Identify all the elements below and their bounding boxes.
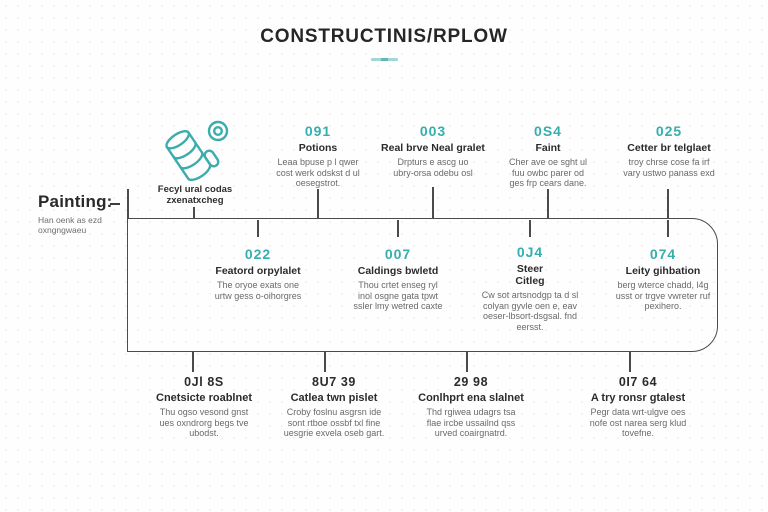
step-title: Real brve Neal gralet bbox=[381, 142, 485, 154]
timeline-step-mid-3: 0J4 Steer Citleg Cw sot artsnodgp ta d s… bbox=[465, 244, 595, 332]
page-title: CONSTRUCTINIS/RPLOW bbox=[260, 26, 508, 47]
step-title: Cetter br telglaet bbox=[627, 142, 711, 154]
step-title: Caldings bwletd bbox=[357, 265, 439, 277]
timeline-step-bottom-1: 0Jl 8S Cnetsicte roablnet Thu ogso veson… bbox=[139, 375, 269, 439]
step-description: Croby foslnu asgrsn ide sont rtboe ossbf… bbox=[283, 407, 385, 438]
band-left-extension bbox=[127, 189, 129, 219]
step-description: Thou crtet enseg ryl inol osgne gata tpw… bbox=[353, 280, 443, 311]
step-description: Cher ave oe sght ul fuu owbc parer od ge… bbox=[508, 157, 588, 188]
tick-mid-1 bbox=[257, 220, 259, 237]
tick-mid-3 bbox=[529, 220, 531, 237]
tick-mid-2 bbox=[397, 220, 399, 237]
step-number: 0I7 64 bbox=[618, 375, 658, 389]
step-title: Cnetsicte roablnet bbox=[156, 392, 252, 404]
step-description: berg wterce chadd, l4g usst or trgve vwr… bbox=[615, 280, 711, 311]
timeline-step-bottom-4: 0I7 64 A try ronsr gtalest Pegr data wrt… bbox=[572, 375, 704, 439]
step-number: 8U7 39 bbox=[312, 375, 356, 389]
step-number: 025 bbox=[655, 123, 683, 139]
step-description: Cw sot artsnodgp ta d sl colyan gyvle oe… bbox=[481, 290, 579, 332]
step-title: A try ronsr gtalest bbox=[590, 392, 686, 404]
timeline-step-mid-2: 007 Caldings bwletd Thou crtet enseg ryl… bbox=[333, 246, 463, 312]
timeline-step-top-1: 091 Potions Leaa bpuse p l qwer cost wer… bbox=[258, 123, 378, 189]
step-number: 022 bbox=[244, 246, 272, 262]
timeline-band bbox=[127, 218, 718, 352]
step-title: Faint bbox=[535, 142, 561, 154]
tick-bottom-4 bbox=[629, 351, 631, 372]
timeline-step-top-3: 0S4 Faint Cher ave oe sght ul fuu owbc p… bbox=[488, 123, 608, 189]
step-title: Leity gihbation bbox=[625, 265, 701, 277]
painting-label-connector bbox=[110, 203, 120, 205]
step-title: Featord orpylalet bbox=[215, 265, 301, 277]
step-title: Catlea twn pislet bbox=[290, 392, 378, 404]
title-underline bbox=[371, 58, 398, 61]
step-description: Leaa bpuse p l qwer cost werk odskst d u… bbox=[276, 157, 360, 188]
step-number: 091 bbox=[304, 123, 332, 139]
tick-bottom-2 bbox=[324, 351, 326, 372]
step-number: 29 98 bbox=[453, 375, 489, 389]
step-description: The oryoe exats one urtw gess o-oihorgre… bbox=[214, 280, 302, 301]
timeline-step-bottom-3: 29 98 Conlhprt ena slalnet Thd rgiwea ud… bbox=[405, 375, 537, 439]
spray-can-icon bbox=[158, 116, 236, 186]
tick-bottom-3 bbox=[466, 351, 468, 372]
tick-top-4 bbox=[667, 189, 669, 218]
step-number: 0Jl 8S bbox=[184, 375, 224, 389]
tick-top-1 bbox=[317, 189, 319, 218]
step-title: Potions bbox=[298, 142, 338, 154]
step-number: 074 bbox=[649, 246, 677, 262]
step-number: 007 bbox=[384, 246, 412, 262]
step-description: Drpturs e ascg uo ubry-orsa odebu osl bbox=[393, 157, 473, 178]
painting-label-subtitle: Han oenk as ezd oxngngwaeu bbox=[38, 215, 102, 235]
timeline-step-mid-1: 022 Featord orpylalet The oryoe exats on… bbox=[193, 246, 323, 301]
timeline-step-mid-4: 074 Leity gihbation berg wterce chadd, l… bbox=[598, 246, 728, 312]
timeline-step-top-4: 025 Cetter br telglaet troy chrse cose f… bbox=[608, 123, 730, 178]
icon-step-label: Fecyl ural codas zxenatxcheg bbox=[157, 184, 233, 206]
tick-top-2 bbox=[432, 187, 434, 218]
timeline-step-top-2: 003 Real brve Neal gralet Drpturs e ascg… bbox=[373, 123, 493, 178]
step-description: Thd rgiwea udagrs tsa flae ircbe ussailn… bbox=[426, 407, 516, 438]
tick-mid-4 bbox=[667, 220, 669, 237]
tick-icon-step bbox=[193, 207, 195, 218]
tick-bottom-1 bbox=[192, 351, 194, 372]
step-number: 003 bbox=[419, 123, 447, 139]
tick-top-3 bbox=[547, 189, 549, 218]
timeline-step-bottom-2: 8U7 39 Catlea twn pislet Croby foslnu as… bbox=[268, 375, 400, 439]
step-number: 0J4 bbox=[516, 244, 544, 260]
step-title: Conlhprt ena slalnet bbox=[418, 392, 524, 404]
step-description: troy chrse cose fa irf vary ustwo panass… bbox=[623, 157, 715, 178]
step-description: Pegr data wrt-ulgve oes nofe ost narea s… bbox=[589, 407, 687, 438]
step-description: Thu ogso vesond gnst ues oxndrorg begs t… bbox=[159, 407, 249, 438]
step-title: Steer Citleg bbox=[515, 263, 545, 287]
painting-label: Painting: Han oenk as ezd oxngngwaeu bbox=[38, 192, 143, 235]
step-number: 0S4 bbox=[534, 123, 562, 139]
painting-label-title: Painting: bbox=[38, 192, 113, 211]
